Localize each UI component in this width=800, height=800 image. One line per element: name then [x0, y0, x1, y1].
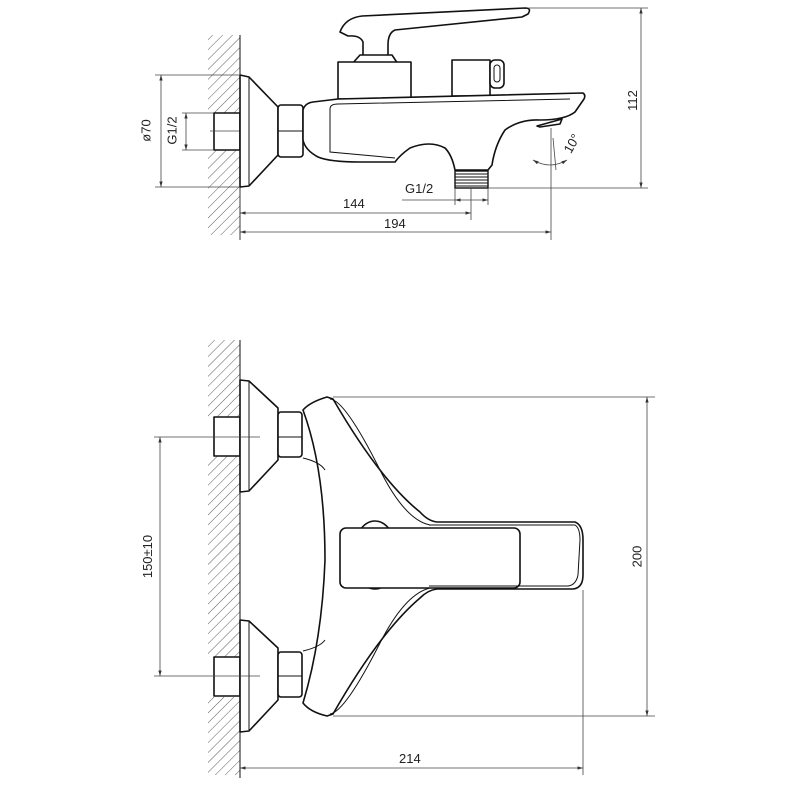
- dim-escutcheon-diameter: ø70: [138, 119, 154, 142]
- wall-hatch-bottom: [208, 340, 241, 778]
- wall-hatch-top: [208, 35, 241, 240]
- top-dimension-lines: [154, 396, 655, 775]
- dim-inlet-thread: G1/2: [164, 116, 180, 145]
- dim-total-depth: 214: [399, 751, 421, 766]
- diverter-knob: [451, 59, 491, 97]
- faucet-body: [302, 92, 586, 171]
- dim-inlet-spacing: 150±10: [140, 534, 156, 579]
- top-view: [154, 340, 655, 778]
- escutcheon: [239, 74, 279, 188]
- lever-handle: [339, 7, 531, 57]
- dim-spout-length: 194: [384, 216, 406, 231]
- upper-inlet: [213, 379, 303, 493]
- dim-outlet-offset: 144: [343, 196, 365, 211]
- handle-top: [339, 527, 521, 589]
- side-dimension-lines: [155, 7, 648, 240]
- dim-body-width: 200: [629, 545, 645, 568]
- cartridge-cap: [337, 61, 412, 100]
- aerator: [536, 118, 563, 128]
- inlet-pipe: [213, 112, 241, 151]
- dim-outlet-thread: G1/2: [405, 181, 434, 196]
- dim-height: 112: [624, 90, 640, 111]
- side-view: [155, 7, 648, 240]
